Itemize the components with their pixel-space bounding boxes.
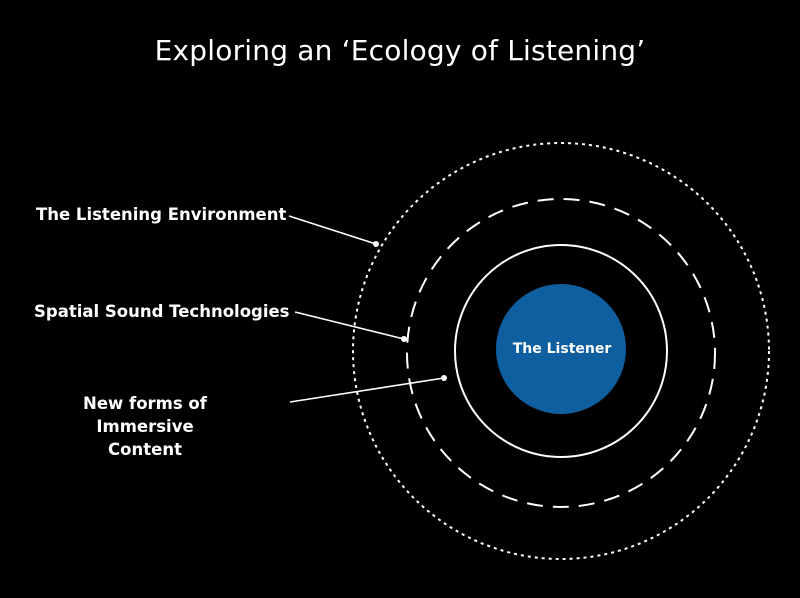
immersive-content-ring [454,244,668,458]
immersive-content-label-line1: New forms of [83,394,207,413]
spatial-connector [294,311,405,340]
environment-connector [288,215,377,245]
listener-circle [496,284,626,414]
listening-environment-label: The Listening Environment [36,205,287,224]
immersive-content-label: New forms of Immersive Content [60,392,230,461]
spatial-sound-label: Spatial Sound Technologies [34,302,290,321]
listener-label: The Listener [512,341,612,357]
immersive-content-label-line2: Immersive Content [96,417,194,459]
spatial-sound-ring [406,198,716,508]
listening-environment-ring [352,142,770,560]
content-connector-dot [441,375,447,381]
spatial-connector-dot [401,336,407,342]
diagram-title: Exploring an ‘Ecology of Listening’ [154,34,646,67]
content-connector [289,377,445,403]
environment-connector-dot [373,241,379,247]
